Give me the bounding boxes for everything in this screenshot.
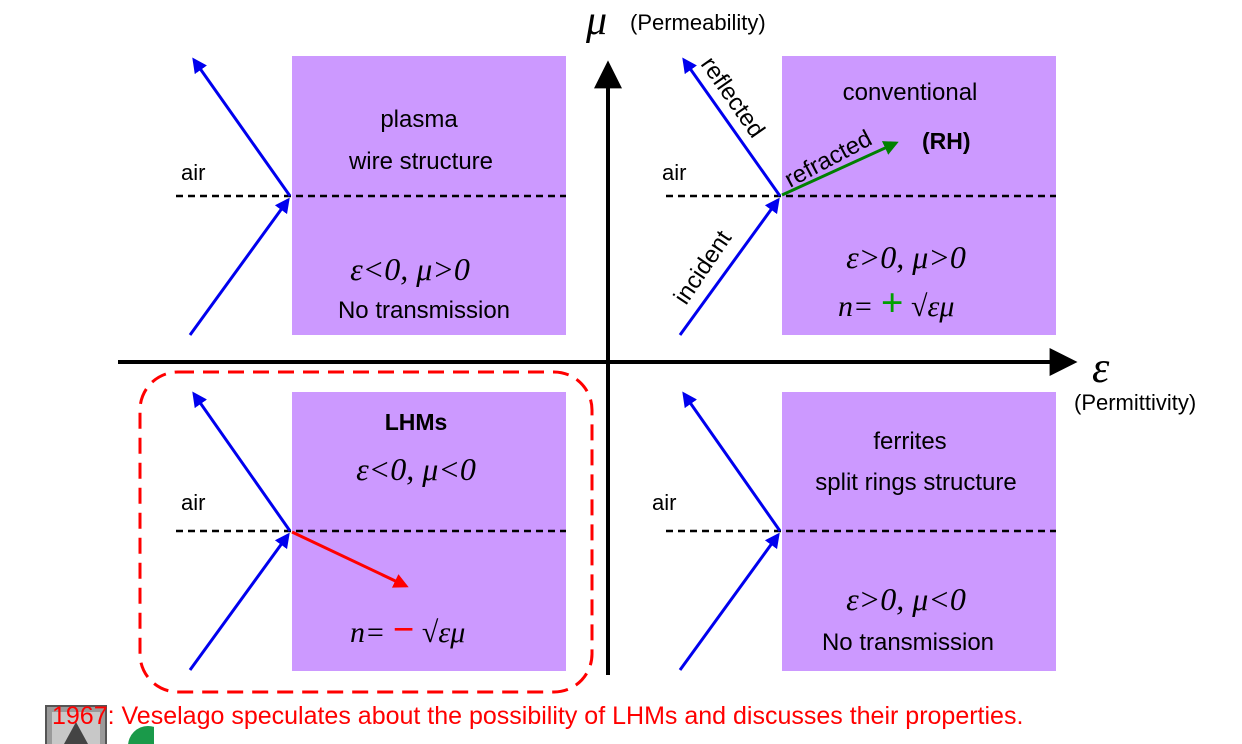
incident-ray-bottom-left bbox=[188, 532, 290, 671]
material-name-conventional: conventional bbox=[843, 79, 978, 106]
eps-axis-symbol: ε bbox=[1092, 343, 1110, 392]
incident-label: incident bbox=[669, 225, 738, 309]
lhm-title: LHMs bbox=[385, 409, 448, 435]
condition-top-right: ε>0, μ>0 bbox=[846, 239, 966, 275]
incident-ray-bottom-right bbox=[678, 532, 780, 671]
n-equals-rh: n= bbox=[838, 290, 873, 323]
reflected-ray-bottom-left bbox=[192, 391, 292, 532]
sqrt-eps-mu-lhm: √εμ bbox=[422, 616, 465, 649]
condition-bottom-left: ε<0, μ<0 bbox=[356, 451, 476, 487]
refractive-index-rh: n= + √εμ bbox=[838, 280, 954, 325]
air-label-bottom-left: air bbox=[181, 490, 205, 515]
material-name-ferrites: ferrites bbox=[873, 428, 946, 455]
incident-ray-top-right bbox=[678, 197, 780, 336]
mu-axis-symbol: μ bbox=[585, 0, 607, 44]
material-structure-split-rings: split rings structure bbox=[815, 469, 1016, 496]
refracted-ray-bottom-left bbox=[291, 530, 409, 588]
material-structure-wire: wire structure bbox=[348, 148, 493, 175]
rh-tag: (RH) bbox=[922, 128, 971, 154]
material-name-plasma: plasma bbox=[380, 106, 458, 133]
condition-bottom-right: ε>0, μ<0 bbox=[846, 581, 966, 617]
eps-axis-label: (Permittivity) bbox=[1074, 390, 1196, 415]
plus-sign: + bbox=[881, 280, 904, 325]
incident-ray-top-left bbox=[188, 197, 290, 336]
condition-top-left: ε<0, μ>0 bbox=[350, 251, 470, 287]
minus-sign: − bbox=[393, 609, 415, 651]
reflected-ray-top-right bbox=[682, 57, 782, 197]
air-label-bottom-right: air bbox=[652, 490, 676, 515]
n-equals-lhm: n= bbox=[350, 616, 385, 649]
transmission-note-bottom-right: No transmission bbox=[822, 629, 994, 656]
transmission-note-top-left: No transmission bbox=[338, 297, 510, 324]
mu-axis-label: (Permeability) bbox=[630, 10, 766, 35]
institution-logo bbox=[45, 705, 154, 744]
reflected-ray-top-left bbox=[192, 57, 292, 197]
sqrt-eps-mu-rh: √εμ bbox=[911, 290, 954, 323]
air-label-top-left: air bbox=[181, 160, 205, 185]
historical-note: 1967: Veselago speculates about the poss… bbox=[52, 702, 1024, 730]
refracted-ray-top-right bbox=[781, 141, 899, 197]
lhm-highlight-frame bbox=[138, 370, 594, 694]
air-label-top-right: air bbox=[662, 160, 686, 185]
reflected-ray-bottom-right bbox=[682, 391, 782, 532]
refractive-index-lhm: n= − √εμ bbox=[350, 609, 465, 651]
